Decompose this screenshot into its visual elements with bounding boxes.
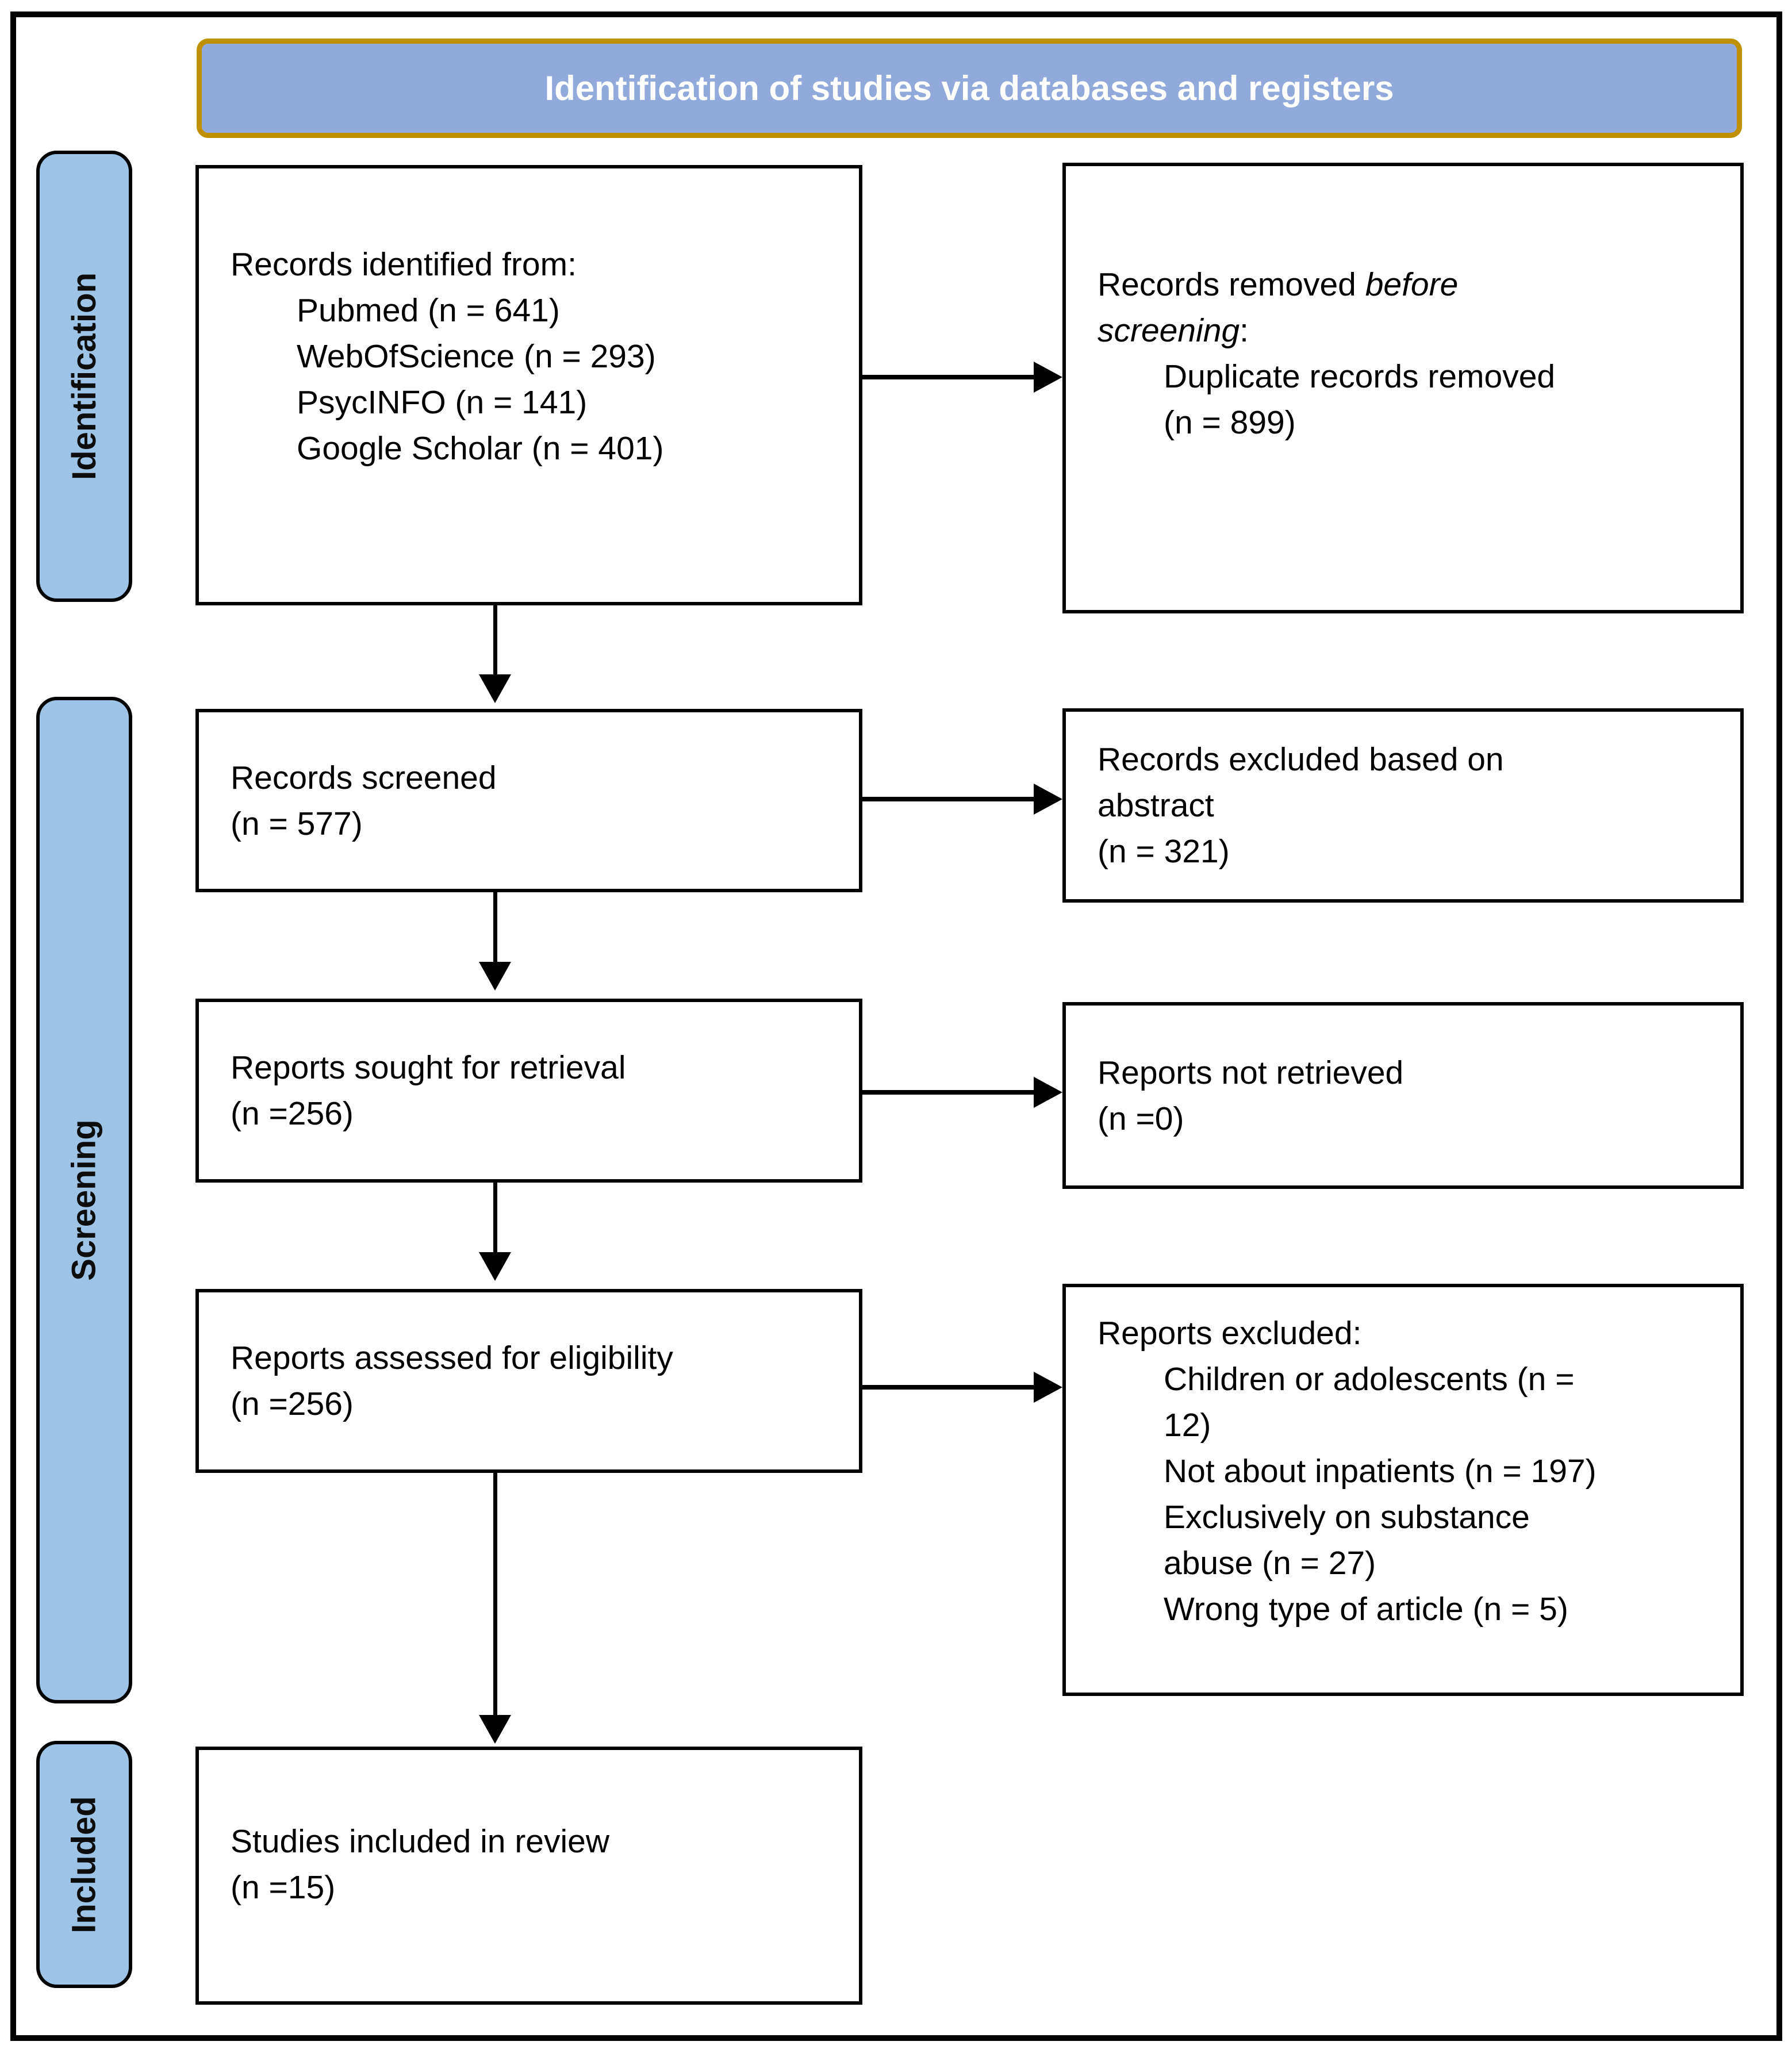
studies-included-count: (n =15) [231, 1868, 336, 1906]
stage-label-included-text: Included [66, 1795, 103, 1933]
arrow-assessed-to-excluded-head [1034, 1372, 1062, 1403]
records-removed-title-colon: : [1240, 312, 1249, 349]
diagram-outer-border [10, 11, 1782, 2041]
arrow-assessed-to-excluded-shaft [862, 1385, 1036, 1390]
reports-not-retrieved-label: Reports not retrieved [1098, 1054, 1404, 1091]
box-records-removed-before-screening: Records removed before screening: Duplic… [1062, 163, 1744, 613]
records-removed-title-italic2: screening [1098, 312, 1240, 349]
arrow-screened-to-excluded-shaft [862, 797, 1036, 801]
arrow-screened-to-excluded-head [1034, 784, 1062, 815]
box-reports-not-retrieved: Reports not retrieved (n =0) [1062, 1002, 1744, 1189]
records-screened-label: Records screened [231, 759, 497, 796]
arrow-sought-to-assessed-shaft [493, 1183, 497, 1254]
records-excluded-count: (n = 321) [1098, 833, 1230, 870]
records-removed-item: Duplicate records removed [1164, 358, 1556, 395]
stage-label-included: Included [36, 1741, 132, 1988]
reports-excluded-item: Not about inpatients (n = 197) [1164, 1453, 1597, 1490]
reports-not-retrieved-count: (n =0) [1098, 1100, 1184, 1137]
records-identified-item: PsycINFO (n = 141) [297, 384, 588, 421]
records-identified-item: Google Scholar (n = 401) [297, 430, 664, 467]
reports-excluded-item: Wrong type of article (n = 5) [1164, 1591, 1568, 1628]
records-removed-title-normal: Records removed [1098, 266, 1365, 303]
records-screened-count: (n = 577) [231, 805, 363, 842]
arrow-identified-to-screened-head [479, 674, 511, 703]
arrow-assessed-to-included-head [479, 1715, 511, 1744]
arrow-identified-to-removed-shaft [862, 375, 1036, 379]
reports-excluded-item: abuse (n = 27) [1164, 1545, 1376, 1582]
records-removed-item: (n = 899) [1164, 404, 1296, 441]
stage-label-identification-text: Identification [66, 273, 103, 480]
reports-excluded-title: Reports excluded: [1098, 1315, 1362, 1352]
stage-label-identification: Identification [36, 151, 132, 602]
box-reports-excluded: Reports excluded: Children or adolescent… [1062, 1284, 1744, 1696]
reports-excluded-item: Exclusively on substance [1164, 1499, 1530, 1536]
reports-assessed-count: (n =256) [231, 1386, 354, 1422]
arrow-sought-to-assessed-head [479, 1252, 511, 1281]
stage-label-screening: Screening [36, 697, 132, 1703]
reports-sought-count: (n =256) [231, 1095, 354, 1132]
records-identified-item: WebOfScience (n = 293) [297, 338, 656, 375]
arrow-sought-to-not-retrieved-head [1034, 1077, 1062, 1108]
arrow-screened-to-sought-shaft [493, 892, 497, 964]
arrow-sought-to-not-retrieved-shaft [862, 1090, 1036, 1095]
arrow-screened-to-sought-head [479, 962, 511, 991]
reports-excluded-item: Children or adolescents (n = [1164, 1361, 1575, 1398]
records-identified-title: Records identified from: [231, 246, 577, 283]
box-reports-assessed: Reports assessed for eligibility (n =256… [195, 1289, 862, 1473]
reports-assessed-label: Reports assessed for eligibility [231, 1340, 673, 1376]
box-reports-sought: Reports sought for retrieval (n =256) [195, 999, 862, 1183]
box-records-identified: Records identified from: Pubmed (n = 641… [195, 165, 862, 605]
records-identified-item: Pubmed (n = 641) [297, 292, 560, 329]
box-records-screened: Records screened (n = 577) [195, 709, 862, 892]
arrow-identified-to-removed-head [1034, 362, 1062, 393]
studies-included-label: Studies included in review [231, 1822, 610, 1860]
arrow-assessed-to-included-shaft [493, 1473, 497, 1717]
arrow-identified-to-screened-shaft [493, 605, 497, 677]
records-excluded-label-line1: Records excluded based on [1098, 741, 1504, 778]
records-removed-title-line1: Records removed before [1098, 262, 1717, 308]
reports-excluded-item: 12) [1164, 1407, 1211, 1444]
records-removed-title-line2: screening: [1098, 308, 1717, 354]
box-studies-included: Studies included in review (n =15) [195, 1747, 862, 2005]
diagram-title: Identification of studies via databases … [544, 69, 1394, 108]
box-records-excluded-abstract: Records excluded based on abstract (n = … [1062, 708, 1744, 903]
records-removed-title-italic: before [1365, 266, 1459, 303]
reports-sought-label: Reports sought for retrieval [231, 1049, 626, 1086]
records-excluded-label-line2: abstract [1098, 787, 1214, 824]
diagram-title-banner: Identification of studies via databases … [197, 39, 1742, 138]
stage-label-screening-text: Screening [66, 1119, 103, 1281]
